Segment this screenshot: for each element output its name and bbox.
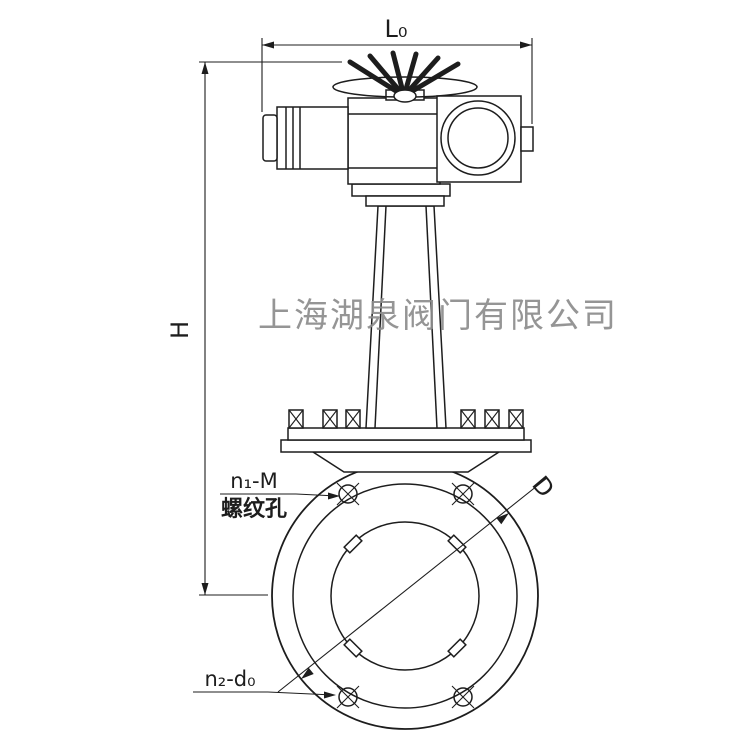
leader-arrowhead xyxy=(328,492,340,500)
bolt xyxy=(484,409,500,429)
valve-body-flange xyxy=(271,462,539,730)
arrowhead-lower xyxy=(301,667,314,679)
bolt xyxy=(288,409,304,429)
threaded-hole xyxy=(336,482,360,506)
dimension-H: H xyxy=(166,61,342,596)
callout-bolt-holes: n₂-d₀ xyxy=(193,667,336,699)
bolt xyxy=(345,409,361,429)
arrowhead-top xyxy=(201,62,209,74)
arrowhead-upper xyxy=(496,513,509,525)
yoke-column xyxy=(365,205,447,429)
callout-threaded-holes: n₁-M 螺纹孔 xyxy=(220,469,340,522)
callout-n2-label: n₂-d₀ xyxy=(204,667,255,691)
company-watermark: 上海湖泉阀门有限公司 xyxy=(258,296,618,336)
bore-notch xyxy=(343,534,363,554)
motor-end-cap xyxy=(262,114,278,162)
arrowhead-right xyxy=(520,41,532,49)
dimension-label-H: H xyxy=(166,321,194,339)
bolt-hole xyxy=(336,685,360,709)
bore-notch xyxy=(343,638,363,658)
threaded-hole xyxy=(451,482,475,506)
leader-arrowhead xyxy=(324,691,336,699)
bonnet-flange xyxy=(280,409,532,453)
bore-notch xyxy=(447,534,467,554)
output-shaft-stub xyxy=(520,126,534,152)
dimension-label-L0: L₀ xyxy=(385,15,408,43)
actuator-body xyxy=(347,97,441,185)
flange-holes xyxy=(336,482,475,709)
lower-plate xyxy=(280,439,532,453)
arrowhead-bottom xyxy=(201,583,209,595)
upper-plate xyxy=(287,427,525,441)
dimension-label-D: D xyxy=(526,471,559,503)
bolt xyxy=(508,409,524,429)
callout-n1-label: n₁-M xyxy=(230,469,277,493)
bonnet-transition xyxy=(310,451,502,473)
arrowhead-left xyxy=(262,41,274,49)
bolt xyxy=(322,409,338,429)
bolt xyxy=(460,409,476,429)
actuator-mount-flanges xyxy=(351,183,451,207)
dimension-L0: L₀ xyxy=(261,15,533,124)
gear-housing xyxy=(436,95,534,183)
bore-notch xyxy=(447,638,467,658)
handwheel xyxy=(332,50,478,103)
bolt-hole xyxy=(451,685,475,709)
dimension-D: D xyxy=(277,471,560,693)
electric-motor xyxy=(262,106,349,170)
handwheel-hub xyxy=(393,89,417,103)
gland-bolts xyxy=(288,409,524,429)
callout-n1-label-cn: 螺纹孔 xyxy=(221,496,287,522)
